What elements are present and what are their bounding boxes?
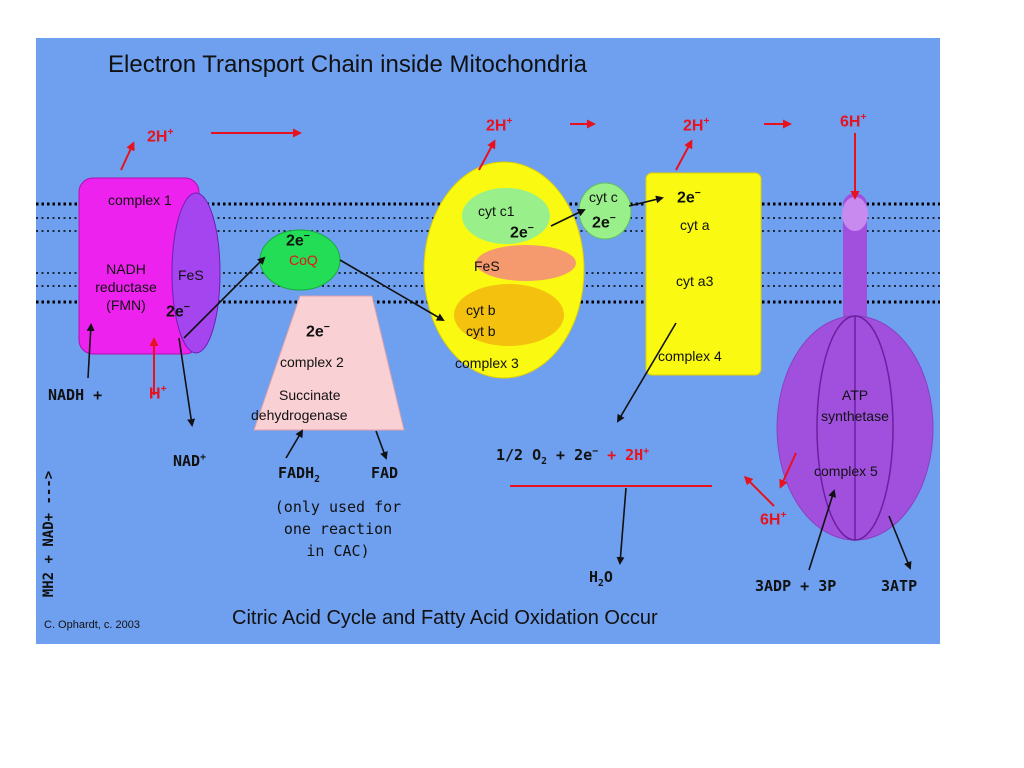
complex4-cyt-a3-label: cyt a3 (676, 273, 714, 289)
oxygen-reaction: 1/2 O2 + 2e− + 2H+ (496, 446, 650, 467)
adp-label: 3ADP + 3P (755, 577, 837, 595)
proton-label-complex5-top: 6H+ (840, 112, 867, 131)
coq-electron-label: 2e− (286, 231, 310, 250)
complex5-line1: ATP (841, 387, 869, 403)
credit-text: C. Ophardt, c. 2003 (44, 619, 140, 631)
atp-label: 3ATP (881, 577, 918, 595)
complex3-cyt-c1-label: cyt c1 (478, 203, 515, 219)
complex2-label: complex 2 (280, 354, 344, 370)
cac-note: (only used for one reaction in CAC) (263, 497, 413, 562)
cac-note-line1: (only used for (274, 498, 402, 516)
fad-label: FAD (371, 464, 399, 482)
complex3-fes-label: FeS (474, 258, 500, 274)
cytc-label: cyt c (589, 189, 618, 205)
electron-arrows (86, 195, 912, 571)
proton-label-complex1-in: H+ (149, 384, 167, 403)
complex2-enzyme1: Succinate (279, 387, 341, 403)
complex1-fes-label: FeS (178, 267, 204, 283)
mh2-nad-label: MH2 + NAD+ ---> (41, 470, 57, 598)
complex1-line3: (FMN) (106, 297, 146, 314)
complex4-cyt-a-label: cyt a (680, 217, 710, 233)
proton-label-complex3: 2H+ (486, 116, 513, 135)
proton-arrows (120, 119, 860, 507)
cac-note-line3: in CAC) (306, 541, 370, 560)
complex3-cyt-c1 (462, 188, 550, 244)
complex3-electron-label: 2e− (510, 223, 534, 242)
complex5-line2: synthetase (821, 408, 889, 424)
complex3-cyt-b1-label: cyt b (466, 302, 496, 318)
complex4-electron-label: 2e− (677, 188, 701, 207)
complex1-electron-label: 2e− (166, 302, 190, 321)
complex1-line2: reductase (95, 279, 157, 296)
diagram-canvas (36, 119, 940, 571)
complex1-label: complex 1 (108, 192, 172, 208)
water-label: H2O (589, 568, 613, 589)
complex5-stalk (843, 193, 867, 343)
nad-label: NAD+ (173, 452, 206, 470)
complex1-line1: NADH (106, 261, 146, 277)
diagram-title: Electron Transport Chain inside Mitochon… (108, 51, 587, 78)
complex1-text: NADH reductase (FMN) (86, 260, 166, 315)
proton-label-complex4: 2H+ (683, 116, 710, 135)
complex3-cyt-b2-label: cyt b (466, 323, 496, 339)
complex4-label: complex 4 (658, 348, 722, 364)
complex2-body (253, 295, 405, 431)
complex2-electron-label: 2e− (306, 322, 330, 341)
cytc-electron-label: 2e− (592, 213, 616, 232)
fadh2-label: FADH2 (278, 464, 320, 485)
complex2-enzyme2: dehydrogenase (251, 407, 348, 423)
complex3-cyt-b (454, 284, 564, 346)
cac-note-line2: one reaction (283, 519, 393, 538)
complex5-stalk-top (842, 197, 868, 231)
coq-label: CoQ (289, 252, 318, 268)
nadh-label: NADH + (48, 386, 103, 404)
proton-label-complex5-bottom: 6H+ (760, 510, 787, 529)
complex5-label: complex 5 (814, 463, 878, 479)
proton-label-complex1: 2H+ (147, 127, 174, 146)
complex3-fes (476, 245, 576, 281)
diagram-footer: Citric Acid Cycle and Fatty Acid Oxidati… (232, 607, 658, 629)
diagram-panel: Electron Transport Chain inside Mitochon… (36, 38, 940, 644)
complex3-label: complex 3 (455, 355, 519, 371)
